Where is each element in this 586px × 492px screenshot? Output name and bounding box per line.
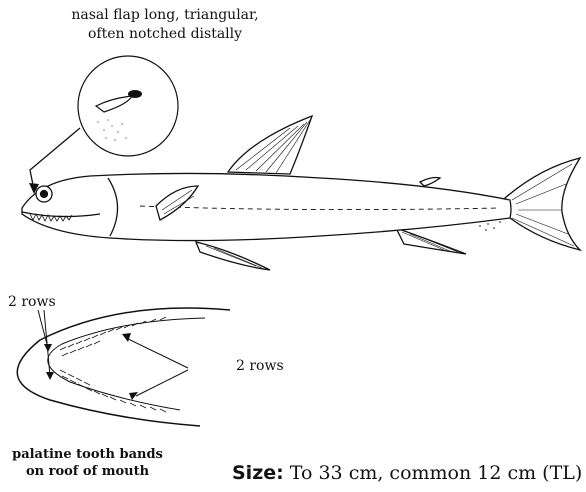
size-value: To 33 cm, common 12 cm (TL) [290,462,583,484]
caption-line-1: palatine tooth bands [0,446,175,463]
palatine-tooth-bands [17,308,230,426]
size-info: Size: To 33 cm, common 12 cm (TL) [232,462,582,484]
size-label: Size: [232,462,284,484]
tooth-rows-label-left: 2 rows [8,294,56,310]
callout-line-1: nasal flap long, triangular, [0,6,330,25]
tooth-rows-label-right: 2 rows [236,358,284,374]
nasal-flap-inset [78,56,178,156]
caption-line-2: on roof of mouth [0,463,175,480]
callout-line-2: often notched distally [0,25,330,44]
nasal-flap-callout: nasal flap long, triangular, often notch… [0,6,330,44]
palatine-caption: palatine tooth bands on roof of mouth [0,446,175,480]
